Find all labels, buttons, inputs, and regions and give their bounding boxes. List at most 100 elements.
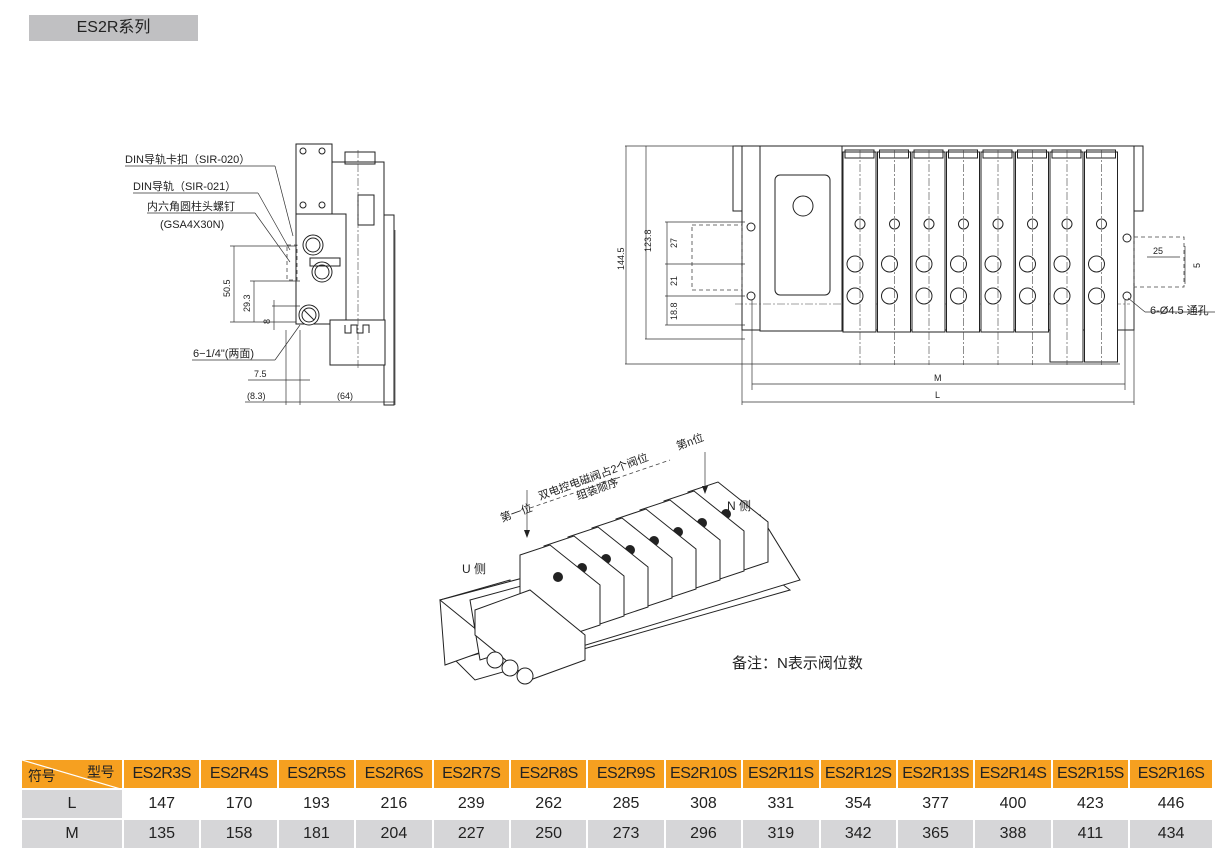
port-icon — [881, 255, 898, 273]
table-cell: 354 — [818, 788, 898, 820]
table-cell: 216 — [354, 788, 434, 820]
model-header: ES2R12S — [818, 758, 898, 790]
iso-port-icon — [553, 572, 563, 582]
side-view-drawing: DIN导轨卡扣（SIR-020） DIN导轨（SIR-021） 内六角圆柱头螺钉… — [125, 143, 396, 406]
dim-25: 25 — [1153, 246, 1163, 256]
model-header: ES2R4S — [199, 758, 279, 790]
model-header: ES2R10S — [663, 758, 744, 790]
port-icon — [950, 287, 967, 305]
table-cell: 377 — [895, 788, 976, 820]
table-cell: 170 — [199, 788, 279, 820]
table-cell: 331 — [741, 788, 821, 820]
port-icon — [984, 287, 1002, 305]
row-symbol: M — [20, 818, 124, 850]
front-view-drawing — [691, 145, 1185, 365]
dim-7-5: 7.5 — [254, 369, 267, 379]
iso-n-side: N 侧 — [727, 499, 751, 513]
port-icon — [984, 255, 1002, 273]
table-cell: 400 — [973, 788, 1053, 820]
side-callout-screw: 内六角圆柱头螺钉 — [147, 199, 235, 213]
mount-hole-icon — [1122, 233, 1132, 243]
table-cell: 446 — [1128, 788, 1215, 820]
mount-hole-icon — [1122, 291, 1132, 301]
manual-override-icon — [1061, 218, 1073, 230]
port-icon — [1019, 255, 1036, 273]
port-icon — [846, 287, 864, 305]
dim-50-5: 50.5 — [222, 279, 232, 297]
port-icon — [915, 287, 933, 305]
iso-first-position: 第一位 — [498, 500, 534, 524]
iso-nth-position: 第n位 — [674, 430, 705, 453]
valve-block — [877, 151, 911, 333]
manual-override-icon — [992, 218, 1004, 230]
table-corner-cell: 型号 符号 — [20, 758, 124, 790]
table-cell: 193 — [276, 788, 357, 820]
manual-override-icon — [958, 218, 969, 230]
table-cell: 285 — [586, 788, 666, 820]
dim-5: 5 — [1192, 263, 1202, 268]
din-rail-left-hidden — [691, 224, 743, 291]
side-callout-port: 6−1/4"(两面) — [193, 348, 254, 360]
mount-hole-icon — [746, 222, 756, 232]
table-cell: 308 — [663, 788, 744, 820]
hole-note: 6-Ø4.5 通孔 — [1150, 304, 1209, 317]
model-header: ES2R15S — [1050, 758, 1131, 790]
table-cell: 239 — [431, 788, 511, 820]
model-header: ES2R7S — [431, 758, 511, 790]
table-cell: 423 — [1050, 788, 1131, 820]
valve-connector — [844, 149, 875, 159]
table-cell: 434 — [1128, 818, 1215, 850]
port-icon — [1053, 255, 1071, 273]
table-cell: 365 — [895, 818, 976, 850]
table-cell: 158 — [199, 818, 279, 850]
io-link-label-plate — [774, 174, 831, 296]
table-cell: 204 — [354, 818, 434, 850]
dim-21: 21 — [669, 276, 679, 286]
row-symbol: L — [20, 788, 124, 820]
port-icon — [881, 287, 898, 305]
valve-block — [911, 151, 946, 333]
table-cell: 135 — [121, 818, 202, 850]
valve-connector — [948, 149, 978, 159]
corner-model-label: 型号 — [87, 764, 115, 780]
table-cell: 388 — [973, 818, 1053, 850]
valve-block — [946, 151, 980, 333]
table-cell: 296 — [663, 818, 744, 850]
table-cell: 262 — [508, 788, 589, 820]
dim-29-3: 29.3 — [242, 294, 252, 312]
port-icon — [846, 255, 864, 273]
dim-123-8: 123.8 — [643, 229, 653, 252]
table-cell: 319 — [741, 818, 821, 850]
model-header: ES2R16S — [1128, 758, 1215, 790]
valve-connector — [982, 149, 1013, 159]
front-view-dims: 144.5 123.8 27 21 18.8 M L 25 5 6-Ø4.5 通… — [616, 145, 1215, 405]
table-cell: 147 — [121, 788, 202, 820]
corner-symbol-label: 符号 — [28, 768, 56, 784]
port-icon — [950, 255, 967, 273]
table-cell: 250 — [508, 818, 589, 850]
manual-override-icon — [1027, 218, 1038, 230]
valve-connector — [913, 149, 944, 159]
table-cell: 181 — [276, 818, 357, 850]
table-cell: 342 — [818, 818, 898, 850]
valve-block — [1015, 151, 1049, 333]
manual-override-icon — [923, 218, 935, 230]
model-header: ES2R3S — [121, 758, 202, 790]
series-title: ES2R系列 — [29, 15, 198, 41]
port-icon — [1088, 287, 1105, 305]
table-cell: 411 — [1050, 818, 1131, 850]
model-header: ES2R11S — [741, 758, 821, 790]
dim-144-5: 144.5 — [616, 247, 626, 270]
valve-block — [842, 151, 877, 333]
dim-18-8: 18.8 — [669, 302, 679, 320]
valve-connector — [879, 149, 909, 159]
valve-connector — [1051, 149, 1082, 159]
valve-connector — [1017, 149, 1047, 159]
manual-override-icon — [854, 218, 866, 230]
model-header: ES2R13S — [895, 758, 976, 790]
table-cell: 273 — [586, 818, 666, 850]
port-icon — [1019, 287, 1036, 305]
